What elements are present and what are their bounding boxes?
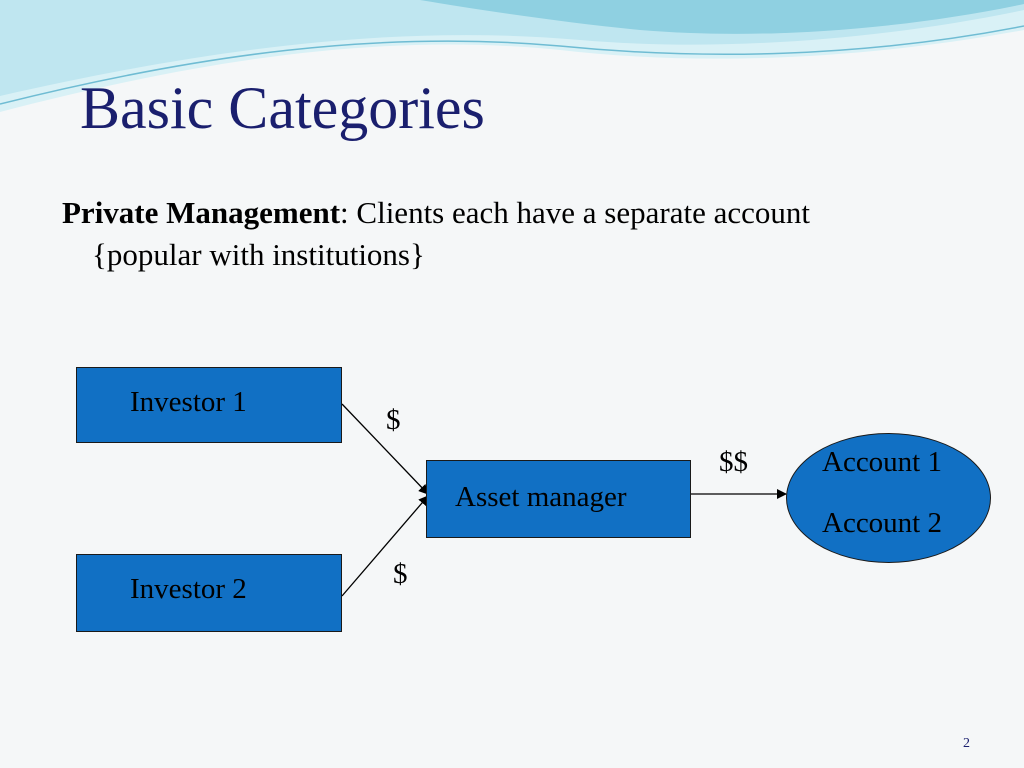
header-wave-dark [420, 0, 1024, 34]
page-number: 2 [963, 736, 970, 751]
investor-1-label: Investor 1 [130, 386, 247, 418]
bullet-text: Private Management: Clients each have a … [62, 192, 912, 276]
account-1-label: Account 1 [822, 446, 942, 478]
bullet-term: Private Management [62, 195, 341, 230]
bullet-description: : Clients each have a separate account {… [92, 195, 810, 272]
investor-2-label: Investor 2 [130, 573, 247, 605]
account-2-label: Account 2 [822, 507, 942, 539]
asset-manager-label: Asset manager [455, 481, 627, 513]
flow-label-investor-2: $ [393, 558, 408, 590]
header-wave-line [0, 25, 1024, 105]
accounts-ellipse [786, 433, 991, 563]
slide-title: Basic Categories [80, 75, 485, 141]
investor-2-box: Investor 2 [76, 554, 342, 632]
asset-manager-box: Asset manager [426, 460, 691, 538]
investor-1-box: Investor 1 [76, 367, 342, 443]
flow-label-manager: $$ [719, 446, 748, 478]
flow-label-investor-1: $ [386, 404, 401, 436]
